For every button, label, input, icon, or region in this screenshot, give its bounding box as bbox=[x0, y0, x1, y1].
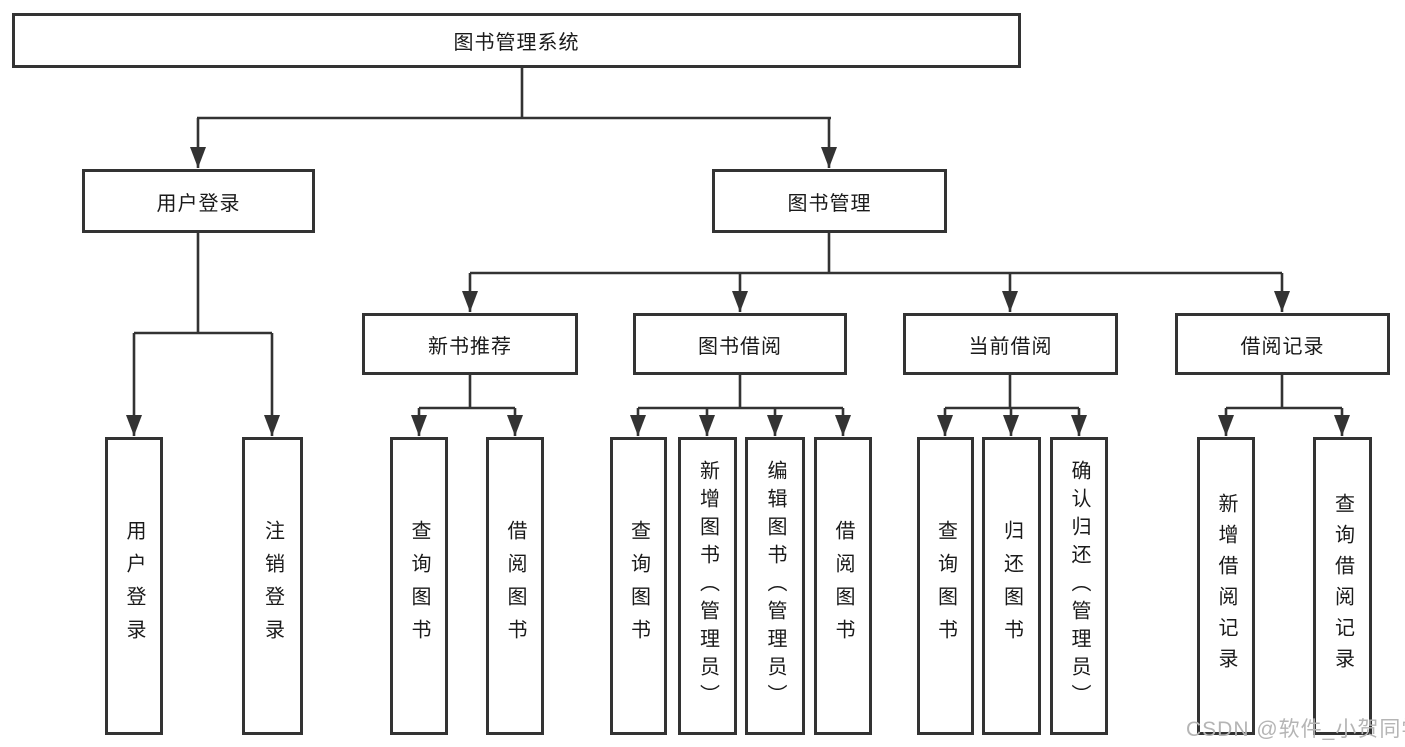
leaf-book-borrow-borrow-label: 借阅图书 bbox=[832, 520, 854, 652]
leaf-borrow-record-query-label: 查询借阅记录 bbox=[1331, 493, 1354, 679]
node-current-borrow: 当前借阅 bbox=[903, 313, 1118, 375]
connector-book-borrow-bus bbox=[638, 372, 843, 410]
leaf-current-borrow-return-label: 归还图书 bbox=[1000, 520, 1023, 652]
node-root-label: 图书管理系统 bbox=[453, 32, 580, 54]
leaf-book-borrow-edit-label: 编辑图书（管理员） bbox=[764, 460, 786, 712]
leaf-book-borrow-query-label: 查询图书 bbox=[627, 520, 650, 652]
node-user-login: 用户登录 bbox=[82, 169, 315, 233]
leaf-current-borrow-query: 查询图书 bbox=[917, 437, 974, 735]
connector-user-login-bus bbox=[134, 230, 272, 335]
node-current-borrow-label: 当前借阅 bbox=[968, 335, 1053, 358]
node-new-book-label: 新书推荐 bbox=[428, 335, 512, 358]
connector-new-book-bus bbox=[419, 372, 515, 410]
leaf-logout: 注销登录 bbox=[242, 437, 303, 735]
leaf-new-book-borrow: 借阅图书 bbox=[486, 437, 544, 735]
leaf-current-borrow-return: 归还图书 bbox=[982, 437, 1041, 735]
node-user-login-label: 用户登录 bbox=[156, 192, 241, 215]
leaf-user-login-label: 用户登录 bbox=[123, 520, 145, 652]
csdn-watermark: CSDN @软件_小贺同学 bbox=[1186, 718, 1405, 741]
leaf-book-borrow-add: 新增图书（管理员） bbox=[678, 437, 737, 735]
leaf-new-book-query-label: 查询图书 bbox=[408, 520, 430, 652]
connector-book-mgmt-bus bbox=[470, 230, 1282, 275]
leaf-user-login: 用户登录 bbox=[105, 437, 163, 735]
leaf-book-borrow-query: 查询图书 bbox=[610, 437, 667, 735]
leaf-new-book-query: 查询图书 bbox=[390, 437, 448, 735]
leaf-book-borrow-edit: 编辑图书（管理员） bbox=[745, 437, 805, 735]
leaf-borrow-record-add-label: 新增借阅记录 bbox=[1215, 493, 1237, 679]
node-book-mgmt-label: 图书管理 bbox=[787, 192, 872, 215]
node-book-borrow-label: 图书借阅 bbox=[698, 335, 782, 358]
node-root: 图书管理系统 bbox=[12, 13, 1021, 68]
leaf-book-borrow-borrow: 借阅图书 bbox=[814, 437, 872, 735]
connector-root-bus bbox=[197, 68, 831, 120]
leaf-new-book-borrow-label: 借阅图书 bbox=[504, 520, 526, 652]
node-book-borrow: 图书借阅 bbox=[633, 313, 847, 375]
leaf-logout-label: 注销登录 bbox=[261, 520, 284, 652]
leaf-borrow-record-query: 查询借阅记录 bbox=[1313, 437, 1372, 735]
connector-current-borrow-bus bbox=[945, 372, 1079, 410]
node-book-mgmt: 图书管理 bbox=[712, 169, 947, 233]
leaf-current-borrow-confirm-label: 确认归还（管理员） bbox=[1068, 460, 1090, 712]
leaf-current-borrow-confirm: 确认归还（管理员） bbox=[1050, 437, 1108, 735]
leaf-current-borrow-query-label: 查询图书 bbox=[934, 520, 957, 652]
node-new-book: 新书推荐 bbox=[362, 313, 578, 375]
node-borrow-record: 借阅记录 bbox=[1175, 313, 1390, 375]
leaf-book-borrow-add-label: 新增图书（管理员） bbox=[696, 460, 719, 712]
leaf-borrow-record-add: 新增借阅记录 bbox=[1197, 437, 1255, 735]
node-borrow-record-label: 借阅记录 bbox=[1240, 335, 1325, 358]
connector-borrow-record-bus bbox=[1226, 372, 1342, 410]
